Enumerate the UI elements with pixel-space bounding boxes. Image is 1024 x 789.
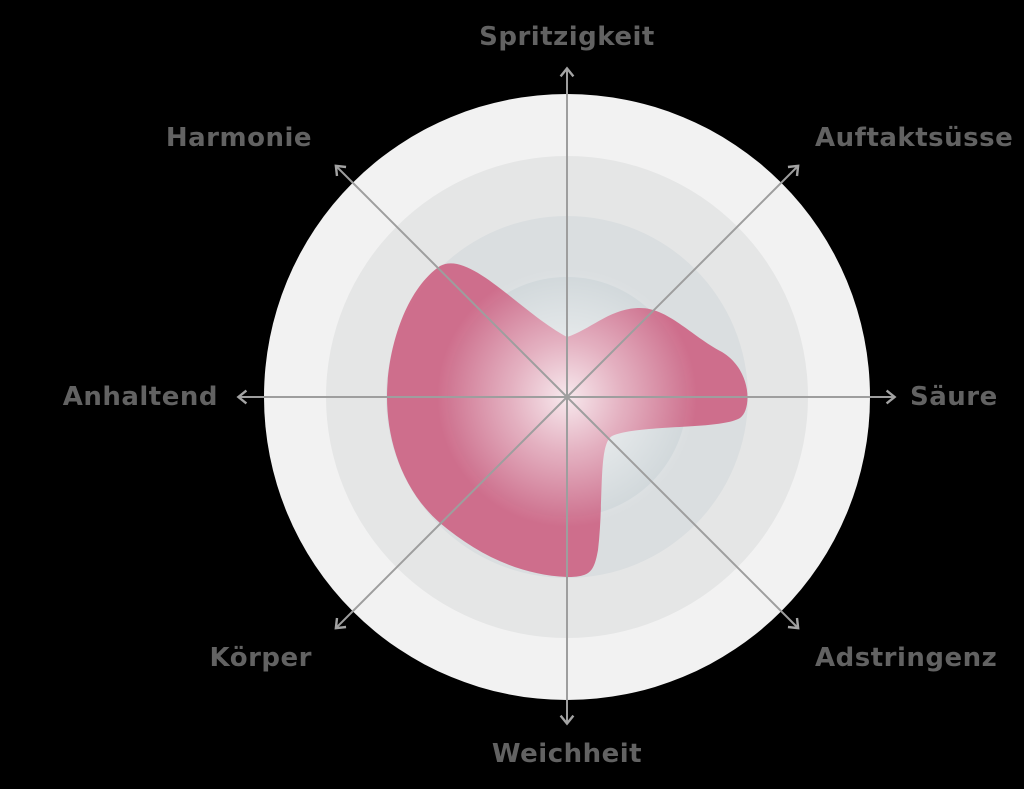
label-weichheit: Weichheit <box>492 739 642 769</box>
label-anhaltend: Anhaltend <box>63 382 218 412</box>
axis-auftaktsuesse <box>566 164 800 398</box>
label-auftaktsuesse: Auftaktsüsse <box>815 123 1013 153</box>
axis-labels: Spritzigkeit Auftaktsüsse Säure Adstring… <box>63 22 1013 769</box>
axis-adstringenz <box>566 396 800 630</box>
label-harmonie: Harmonie <box>166 123 312 153</box>
label-saeure: Säure <box>910 382 998 412</box>
axis-harmonie <box>334 164 568 398</box>
label-koerper: Körper <box>210 643 312 673</box>
label-spritzigkeit: Spritzigkeit <box>479 22 655 52</box>
axes <box>236 66 897 726</box>
axis-koerper <box>334 396 568 630</box>
label-adstringenz: Adstringenz <box>815 643 997 673</box>
